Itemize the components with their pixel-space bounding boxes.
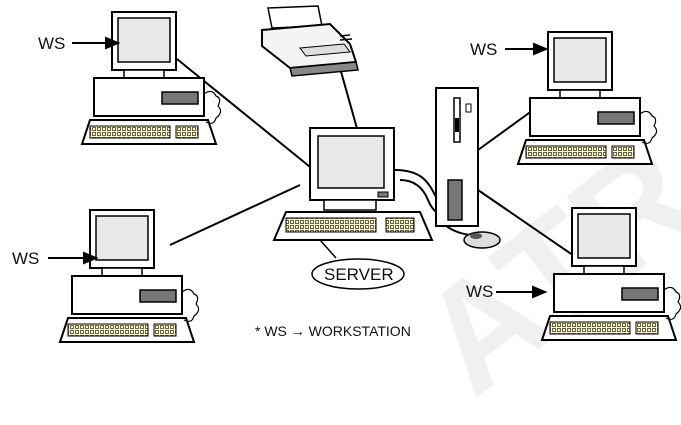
tower-server-icon — [435, 87, 479, 227]
ws-label-top-right: WS — [470, 40, 498, 59]
ws-label-top-left: WS — [38, 34, 66, 53]
workstation-bottom-left — [59, 209, 200, 343]
network-cables — [169, 54, 581, 261]
footnote: * WS → WORKSTATION — [255, 323, 411, 339]
mouse-icon — [463, 231, 501, 249]
server-workstation — [272, 127, 434, 241]
ws-label-bottom-right: WS — [466, 282, 494, 301]
printer-icon — [261, 5, 359, 77]
server-callout — [311, 239, 405, 290]
workstation-bottom-right — [541, 207, 681, 341]
workstation-top-left — [81, 11, 222, 145]
network-diagram — [48, 5, 681, 343]
ws-label-bottom-left: WS — [12, 249, 40, 268]
server-label: SERVER — [324, 265, 394, 284]
ws-arrows — [48, 36, 549, 299]
